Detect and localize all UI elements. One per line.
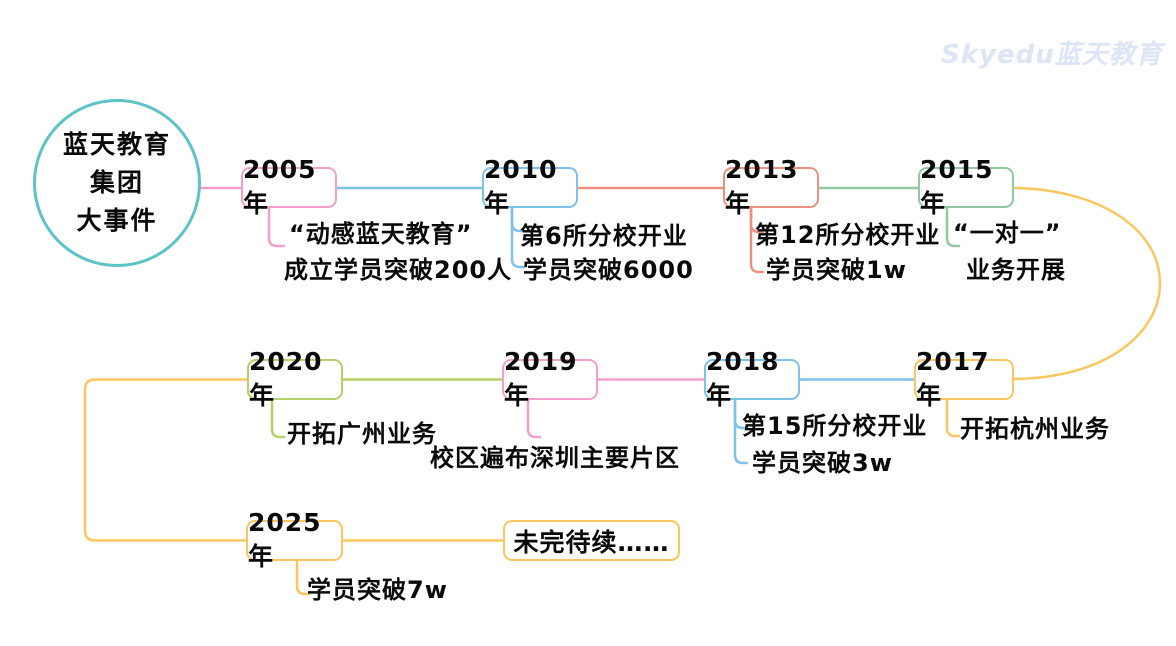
connector-2020-2025 (83, 378, 249, 542)
year-node-2019: 2019年 (502, 347, 598, 410)
event-2015-1: “一对一” (953, 219, 1062, 247)
event-2019-1: 校区遍布深圳主要片区 (430, 444, 680, 472)
year-node-2020: 2020年 (247, 347, 343, 410)
event-2018-1: 第15所分校开业 (742, 412, 928, 440)
elbow-2020-event (270, 398, 286, 439)
skyedu-logo: Skyedu蓝天教育 (941, 40, 1163, 70)
elbow-2005-events (267, 206, 286, 248)
event-2025-1: 学员突破7w (307, 576, 448, 604)
root-topic-line: 大事件 (76, 206, 158, 235)
ending-node: 未完待续…… (503, 520, 680, 561)
event-2013-2: 学员突破1w (766, 256, 907, 284)
connector-2015-2017-arc (1012, 186, 1162, 381)
elbow-2013-event-2 (749, 205, 765, 274)
event-2018-2: 学员突破3w (752, 449, 893, 477)
elbow-2015-events (945, 206, 961, 248)
root-topic-circle: 蓝天教育 集团 大事件 (33, 99, 201, 267)
root-topic-line: 集团 (89, 168, 144, 197)
event-2017-1: 开拓杭州业务 (960, 415, 1110, 443)
elbow-2019-event (526, 398, 542, 439)
year-node-2015: 2015年 (918, 155, 1014, 218)
year-node-2013: 2013年 (723, 155, 819, 218)
elbow-2018-event-2 (733, 398, 749, 465)
year-node-2017: 2017年 (914, 347, 1014, 410)
event-2020-1: 开拓广州业务 (287, 420, 437, 448)
event-2010-1: 第6所分校开业 (520, 222, 688, 250)
elbow-2017-event (945, 398, 961, 438)
event-2013-1: 第12所分校开业 (755, 221, 941, 249)
elbow-2025-event (295, 559, 311, 596)
event-2010-2: 学员突破6000 (523, 256, 694, 284)
year-node-2025: 2025年 (246, 508, 343, 571)
event-2015-2: 业务开展 (966, 256, 1066, 284)
elbow-2010-event-2 (510, 205, 526, 269)
year-node-2010: 2010年 (482, 155, 578, 218)
year-node-2005: 2005年 (241, 155, 337, 218)
event-2005-2: 成立学员突破200人 (284, 256, 513, 284)
root-topic-line: 蓝天教育 (62, 130, 171, 159)
year-node-2018: 2018年 (704, 347, 800, 410)
event-2005-1: “动感蓝天教育” (289, 220, 473, 248)
